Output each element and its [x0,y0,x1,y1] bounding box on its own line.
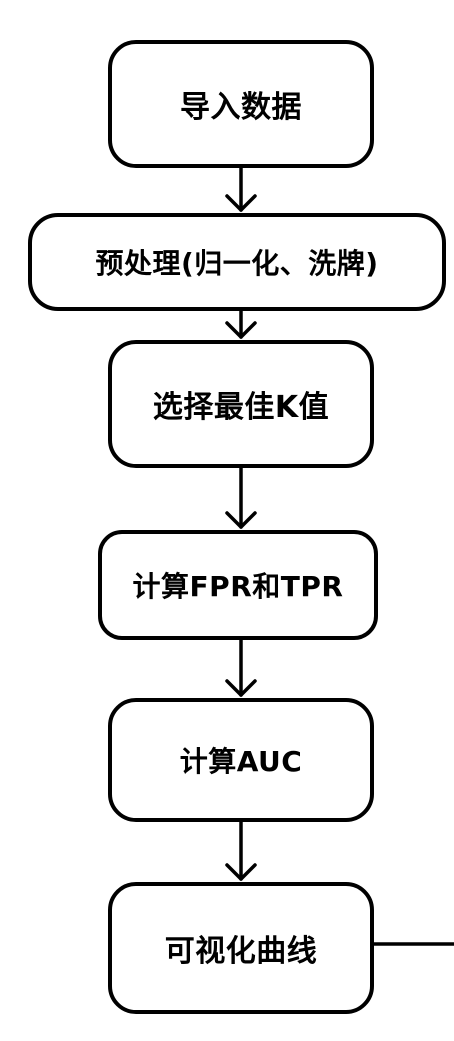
node-compute-auc: 计算AUC [108,698,374,822]
node-visualize-curve-label: 可视化曲线 [164,934,318,969]
node-preprocess: 预处理(归一化、洗牌) [28,213,446,311]
arrow-fpr-tpr-to-auc [225,638,257,697]
arrow-select-k-to-fpr-tpr [225,466,257,529]
arrow-preprocess-to-select-k [225,309,257,339]
node-visualize-curve: 可视化曲线 [108,882,374,1014]
node-preprocess-label: 预处理(归一化、洗牌) [95,247,379,280]
node-select-best-k: 选择最佳K值 [108,340,374,468]
node-import-data: 导入数据 [108,40,374,168]
node-compute-fpr-tpr-label: 计算FPR和TPR [132,570,344,603]
node-compute-auc-label: 计算AUC [179,745,303,778]
arrow-auc-to-visualize [225,820,257,881]
node-select-best-k-label: 选择最佳K值 [152,390,330,425]
arrow-import-to-preprocess [225,166,257,212]
node-compute-fpr-tpr: 计算FPR和TPR [98,530,378,640]
node-import-data-label: 导入数据 [180,90,302,125]
